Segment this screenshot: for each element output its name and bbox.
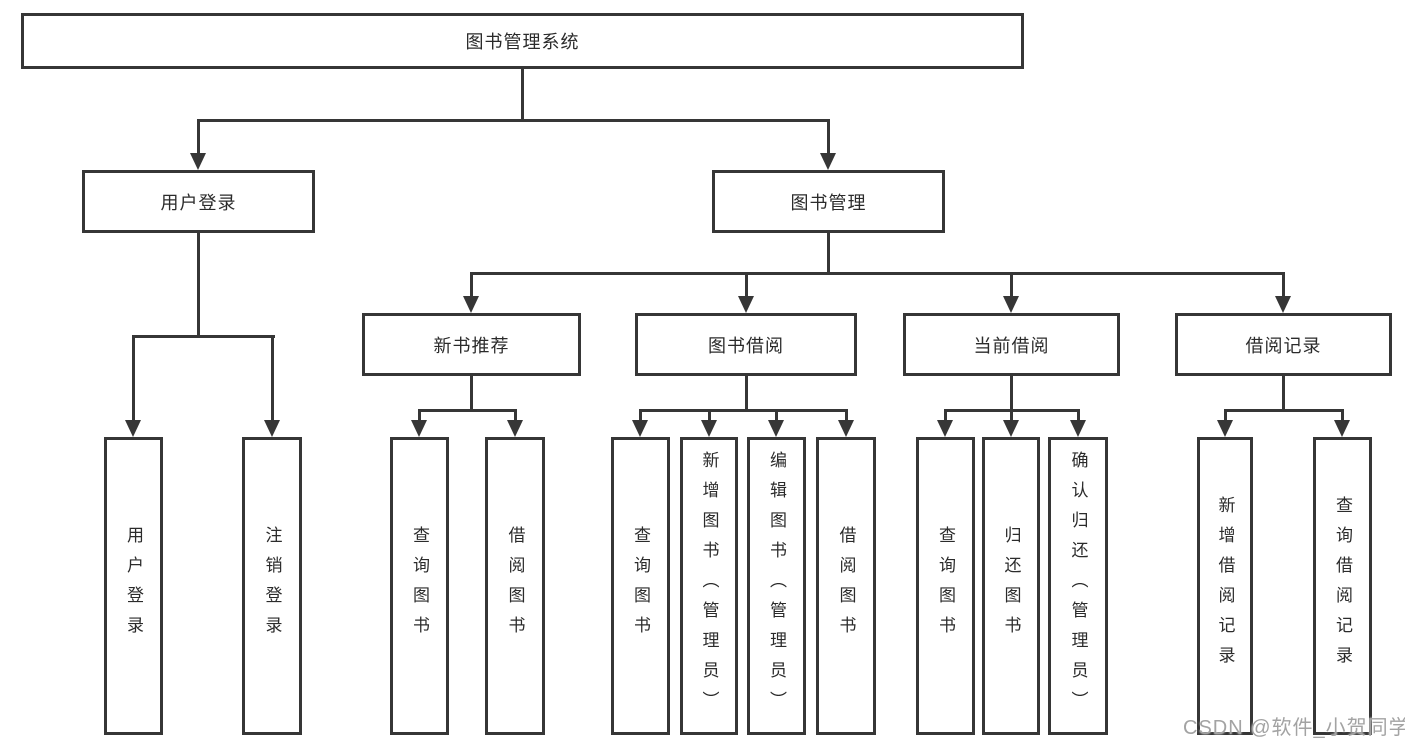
- connector-line: [197, 233, 200, 335]
- connector-line: [775, 409, 778, 420]
- leaf-confirm-return-admin: 确认归还（管理员）: [1048, 437, 1108, 735]
- arrow-down-icon: [768, 420, 784, 437]
- connector-line: [1282, 272, 1285, 296]
- node-book-borrowing: 图书借阅: [635, 313, 857, 376]
- connector-line: [197, 119, 830, 122]
- node-user-login: 用户登录: [82, 170, 315, 233]
- connector-line: [1282, 376, 1285, 409]
- arrow-down-icon: [738, 296, 754, 313]
- arrow-down-icon: [1275, 296, 1291, 313]
- arrow-down-icon: [125, 420, 141, 437]
- leaf-query-books: 查询图书: [390, 437, 449, 735]
- node-book-management: 图书管理: [712, 170, 945, 233]
- connector-line: [418, 409, 517, 412]
- connector-line: [1010, 409, 1013, 420]
- leaf-query-books: 查询图书: [916, 437, 975, 735]
- arrow-down-icon: [632, 420, 648, 437]
- node-library-management-system: 图书管理系统: [21, 13, 1024, 69]
- connector-line: [418, 409, 421, 420]
- connector-line: [197, 119, 200, 154]
- connector-line: [132, 335, 275, 338]
- leaf-borrow-books: 借阅图书: [485, 437, 545, 735]
- node-borrowing-records: 借阅记录: [1175, 313, 1392, 376]
- arrow-down-icon: [463, 296, 479, 313]
- arrow-down-icon: [1334, 420, 1350, 437]
- arrow-down-icon: [1217, 420, 1233, 437]
- connector-line: [1077, 409, 1080, 420]
- connector-line: [827, 233, 830, 272]
- connector-line: [1010, 376, 1013, 409]
- arrow-down-icon: [411, 420, 427, 437]
- leaf-return-books: 归还图书: [982, 437, 1040, 735]
- arrow-down-icon: [701, 420, 717, 437]
- leaf-borrow-books: 借阅图书: [816, 437, 876, 735]
- arrow-down-icon: [1003, 296, 1019, 313]
- connector-line: [1224, 409, 1343, 412]
- connector-line: [470, 272, 473, 296]
- connector-line: [1341, 409, 1344, 420]
- leaf-add-borrow-record: 新增借阅记录: [1197, 437, 1253, 735]
- connector-line: [827, 119, 830, 154]
- node-new-book-recommendation: 新书推荐: [362, 313, 581, 376]
- csdn-watermark: CSDN @软件_小贺同学: [1183, 717, 1405, 739]
- node-current-borrowing: 当前借阅: [903, 313, 1120, 376]
- connector-line: [271, 335, 274, 420]
- connector-line: [708, 409, 711, 420]
- connector-line: [470, 376, 473, 409]
- leaf-user-login: 用户登录: [104, 437, 163, 735]
- arrow-down-icon: [1003, 420, 1019, 437]
- leaf-edit-books-admin: 编辑图书（管理员）: [747, 437, 806, 735]
- connector-line: [845, 409, 848, 420]
- connector-line: [514, 409, 517, 420]
- arrow-down-icon: [937, 420, 953, 437]
- connector-line: [639, 409, 642, 420]
- connector-line: [1010, 272, 1013, 296]
- arrow-down-icon: [507, 420, 523, 437]
- arrow-down-icon: [838, 420, 854, 437]
- leaf-query-books: 查询图书: [611, 437, 670, 735]
- connector-line: [470, 272, 1285, 275]
- leaf-logout: 注销登录: [242, 437, 302, 735]
- leaf-add-books-admin: 新增图书（管理员）: [680, 437, 738, 735]
- arrow-down-icon: [820, 153, 836, 170]
- connector-line: [132, 335, 135, 420]
- connector-line: [745, 272, 748, 296]
- connector-line: [521, 69, 524, 119]
- connector-line: [944, 409, 947, 420]
- arrow-down-icon: [190, 153, 206, 170]
- connector-line: [639, 409, 847, 412]
- arrow-down-icon: [1070, 420, 1086, 437]
- arrow-down-icon: [264, 420, 280, 437]
- connector-line: [745, 376, 748, 409]
- connector-line: [1224, 409, 1227, 420]
- leaf-query-borrow-record: 查询借阅记录: [1313, 437, 1372, 735]
